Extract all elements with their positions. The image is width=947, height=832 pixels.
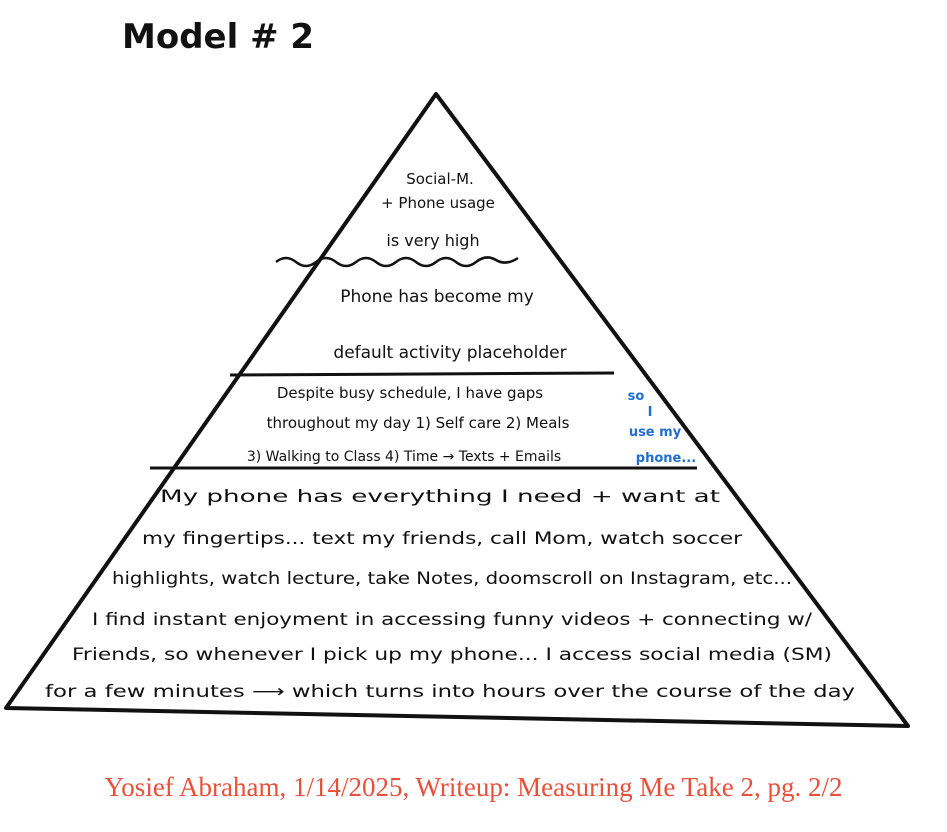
footer-caption: Yosief Abraham, 1/14/2025, Writeup: Meas… bbox=[104, 772, 843, 802]
third-tier-line-1: Despite busy schedule, I have gaps bbox=[277, 384, 543, 402]
second-tier-line-2: default activity placeholder bbox=[333, 343, 566, 363]
top-tier-line-3: is very high bbox=[386, 231, 479, 250]
top-tier-line-2: + Phone usage bbox=[381, 194, 495, 212]
bottom-tier-line-1: My phone has everything I need + want at bbox=[160, 487, 720, 507]
second-tier-divider bbox=[229, 371, 615, 377]
diagram-title: Model # 2 bbox=[122, 17, 314, 57]
bottom-tier-line-4: I find instant enjoyment in accessing fu… bbox=[92, 610, 812, 630]
bottom-tier-line-6: for a few minutes ⟶ which turns into hou… bbox=[45, 682, 855, 702]
side-note-line-2: I bbox=[648, 405, 653, 420]
bottom-tier-line-5: Friends, so whenever I pick up my phone.… bbox=[72, 645, 832, 665]
top-tier-wavy-divider bbox=[275, 256, 519, 268]
side-note-line-1: so bbox=[628, 389, 645, 404]
bottom-tier-line-3: highlights, watch lecture, take Notes, d… bbox=[112, 569, 792, 589]
pyramid-outline bbox=[4, 92, 910, 728]
third-tier-line-2: throughout my day 1) Self care 2) Meals bbox=[267, 414, 570, 432]
top-tier-line-1: Social-M. bbox=[406, 170, 474, 188]
bottom-tier-line-2: my fingertips... text my friends, call M… bbox=[142, 529, 742, 549]
side-note-line-3: use my bbox=[629, 425, 682, 440]
third-tier-line-3: 3) Walking to Class 4) Time → Texts + Em… bbox=[247, 449, 561, 465]
second-tier-line-1: Phone has become my bbox=[340, 287, 534, 307]
side-note-line-4: phone... bbox=[636, 451, 696, 466]
